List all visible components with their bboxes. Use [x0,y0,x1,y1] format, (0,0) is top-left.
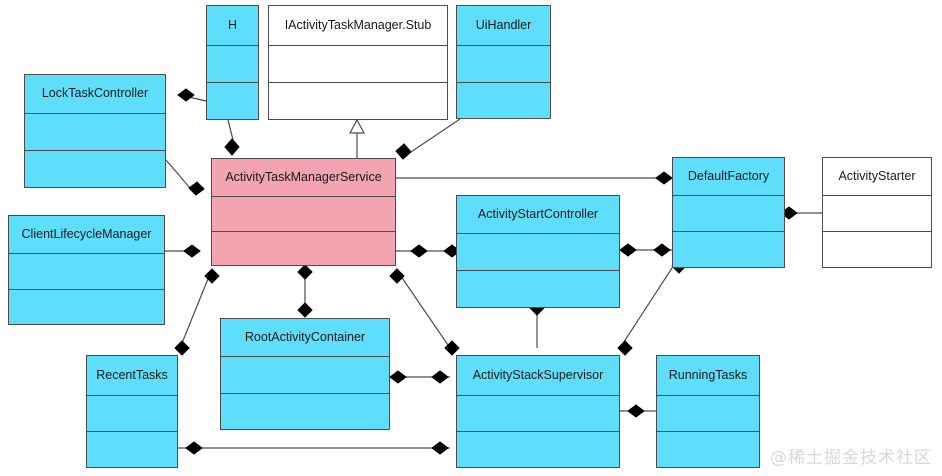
generalization-arrowhead-stub [348,118,366,134]
uml-class-h-name: H [207,6,258,46]
composition-diamond-atms-ascontroller-left [410,244,428,258]
edge-defaultfactory-activitystacksupervisor [619,267,673,349]
uml-class-rootactivitycontainer-operations [221,394,389,430]
uml-class-rootactivitycontainer-attributes [221,357,389,394]
uml-class-runningtasks-name: RunningTasks [657,356,759,396]
edge-locktaskcontroller-atms [165,159,197,196]
uml-class-clientlifecyclemanager[interactable]: ClientLifecycleManager [8,215,165,325]
composition-diamond-recenttasks-top [174,340,190,356]
composition-diamond-atms-rootcontainer-top [297,264,313,280]
watermark-text: @稀土掘金技术社区 [770,448,932,468]
uml-class-defaultfactory[interactable]: DefaultFactory [672,157,785,268]
edge-atms-activitystacksupervisor [395,268,451,349]
composition-diamond-supervisor-bottomleft [431,441,449,455]
uml-class-locktaskcontroller-name: LockTaskController [25,75,165,114]
composition-diamond-locktaskcontroller-h [177,88,195,102]
uml-class-activitytaskmanagerservice-operations [212,232,395,266]
uml-class-activitytaskmanagerservice[interactable]: ActivityTaskManagerService [211,158,396,266]
uml-class-activitystarter[interactable]: ActivityStarter [822,157,932,268]
uml-class-runningtasks[interactable]: RunningTasks [656,355,760,468]
uml-class-iactivitytaskmanager-stub-operations [269,83,447,119]
uml-class-activitystarter-name: ActivityStarter [823,158,931,196]
uml-class-clientlifecyclemanager-attributes [9,254,164,290]
edge-h-locktaskcontroller [179,94,207,102]
composition-diamond-locktaskcontroller-atms [188,181,205,196]
uml-class-activitystartcontroller[interactable]: ActivityStartController [456,195,620,308]
composition-diamond-clientlifecyclemanager-atms [183,244,201,258]
uml-class-defaultfactory-operations [673,232,784,267]
uml-class-activitytaskmanagerservice-name: ActivityTaskManagerService [212,159,395,197]
composition-diamond-atms-stacksupervisor [389,268,405,284]
uml-class-iactivitytaskmanager-stub[interactable]: IActivityTaskManager.Stub [268,5,448,120]
composition-diamond-rootcontainer-top [297,302,313,318]
uml-class-clientlifecyclemanager-operations [9,290,164,325]
composition-diamond-ascontroller-defaultfactory-right [619,243,637,257]
composition-diamond-h-atms [224,138,240,156]
uml-class-rootactivitycontainer[interactable]: RootActivityContainer [220,318,390,430]
uml-class-uihandler[interactable]: UiHandler [456,5,551,119]
uml-class-activitystartcontroller-name: ActivityStartController [457,196,619,234]
uml-class-activitystarter-attributes [823,196,931,232]
uml-class-recenttasks[interactable]: RecentTasks [86,355,178,468]
uml-class-clientlifecyclemanager-name: ClientLifecycleManager [9,216,164,254]
composition-diamond-supervisor-runningtasks [627,404,645,418]
uml-class-iactivitytaskmanager-stub-attributes [269,46,447,83]
uml-class-h-operations [207,83,258,119]
uml-class-h-attributes [207,46,258,83]
uml-class-rootactivitycontainer-name: RootActivityContainer [221,319,389,357]
uml-class-locktaskcontroller[interactable]: LockTaskController [24,74,166,188]
uml-class-activitystartcontroller-operations [457,271,619,307]
uml-class-uihandler-operations [457,83,550,119]
uml-class-uihandler-name: UiHandler [457,6,550,46]
uml-class-defaultfactory-attributes [673,196,784,232]
composition-diamond-recenttasks-bottom [185,441,203,455]
uml-class-recenttasks-name: RecentTasks [87,356,177,396]
composition-diamond-uihandler-atms [395,143,412,160]
composition-diamond-supervisor-left [431,370,449,384]
uml-class-activitystacksupervisor-attributes [457,396,619,432]
edge-atms-recenttasks [179,268,213,349]
composition-diamond-rootcontainer-right [389,370,407,384]
uml-class-activitystacksupervisor-operations [457,432,619,467]
edge-uihandler-atms [410,118,461,153]
composition-diamond-atms-defaultfactory [655,171,673,185]
uml-class-locktaskcontroller-operations [25,151,165,187]
uml-class-uihandler-attributes [457,46,550,83]
uml-class-recenttasks-operations [87,432,177,467]
uml-class-runningtasks-attributes [657,396,759,432]
uml-class-activitytaskmanagerservice-attributes [212,197,395,232]
composition-diamond-atms-recenttasks [204,268,220,284]
composition-diamond-supervisor-topright [617,340,633,356]
edge-h-atms [227,119,234,141]
uml-class-activitystacksupervisor-name: ActivityStackSupervisor [457,356,619,396]
uml-class-runningtasks-operations [657,432,759,467]
uml-class-activitystarter-operations [823,232,931,267]
uml-class-activitystacksupervisor[interactable]: ActivityStackSupervisor [456,355,620,468]
uml-class-locktaskcontroller-attributes [25,114,165,151]
uml-class-activitystartcontroller-attributes [457,234,619,271]
uml-class-h[interactable]: H [206,5,259,120]
uml-class-defaultfactory-name: DefaultFactory [673,158,784,196]
uml-class-recenttasks-attributes [87,396,177,432]
composition-diamond-stacksupervisor-topleft [444,340,460,356]
uml-class-iactivitytaskmanager-stub-name: IActivityTaskManager.Stub [269,6,447,46]
composition-diamond-defaultfactory-left2 [653,243,671,257]
